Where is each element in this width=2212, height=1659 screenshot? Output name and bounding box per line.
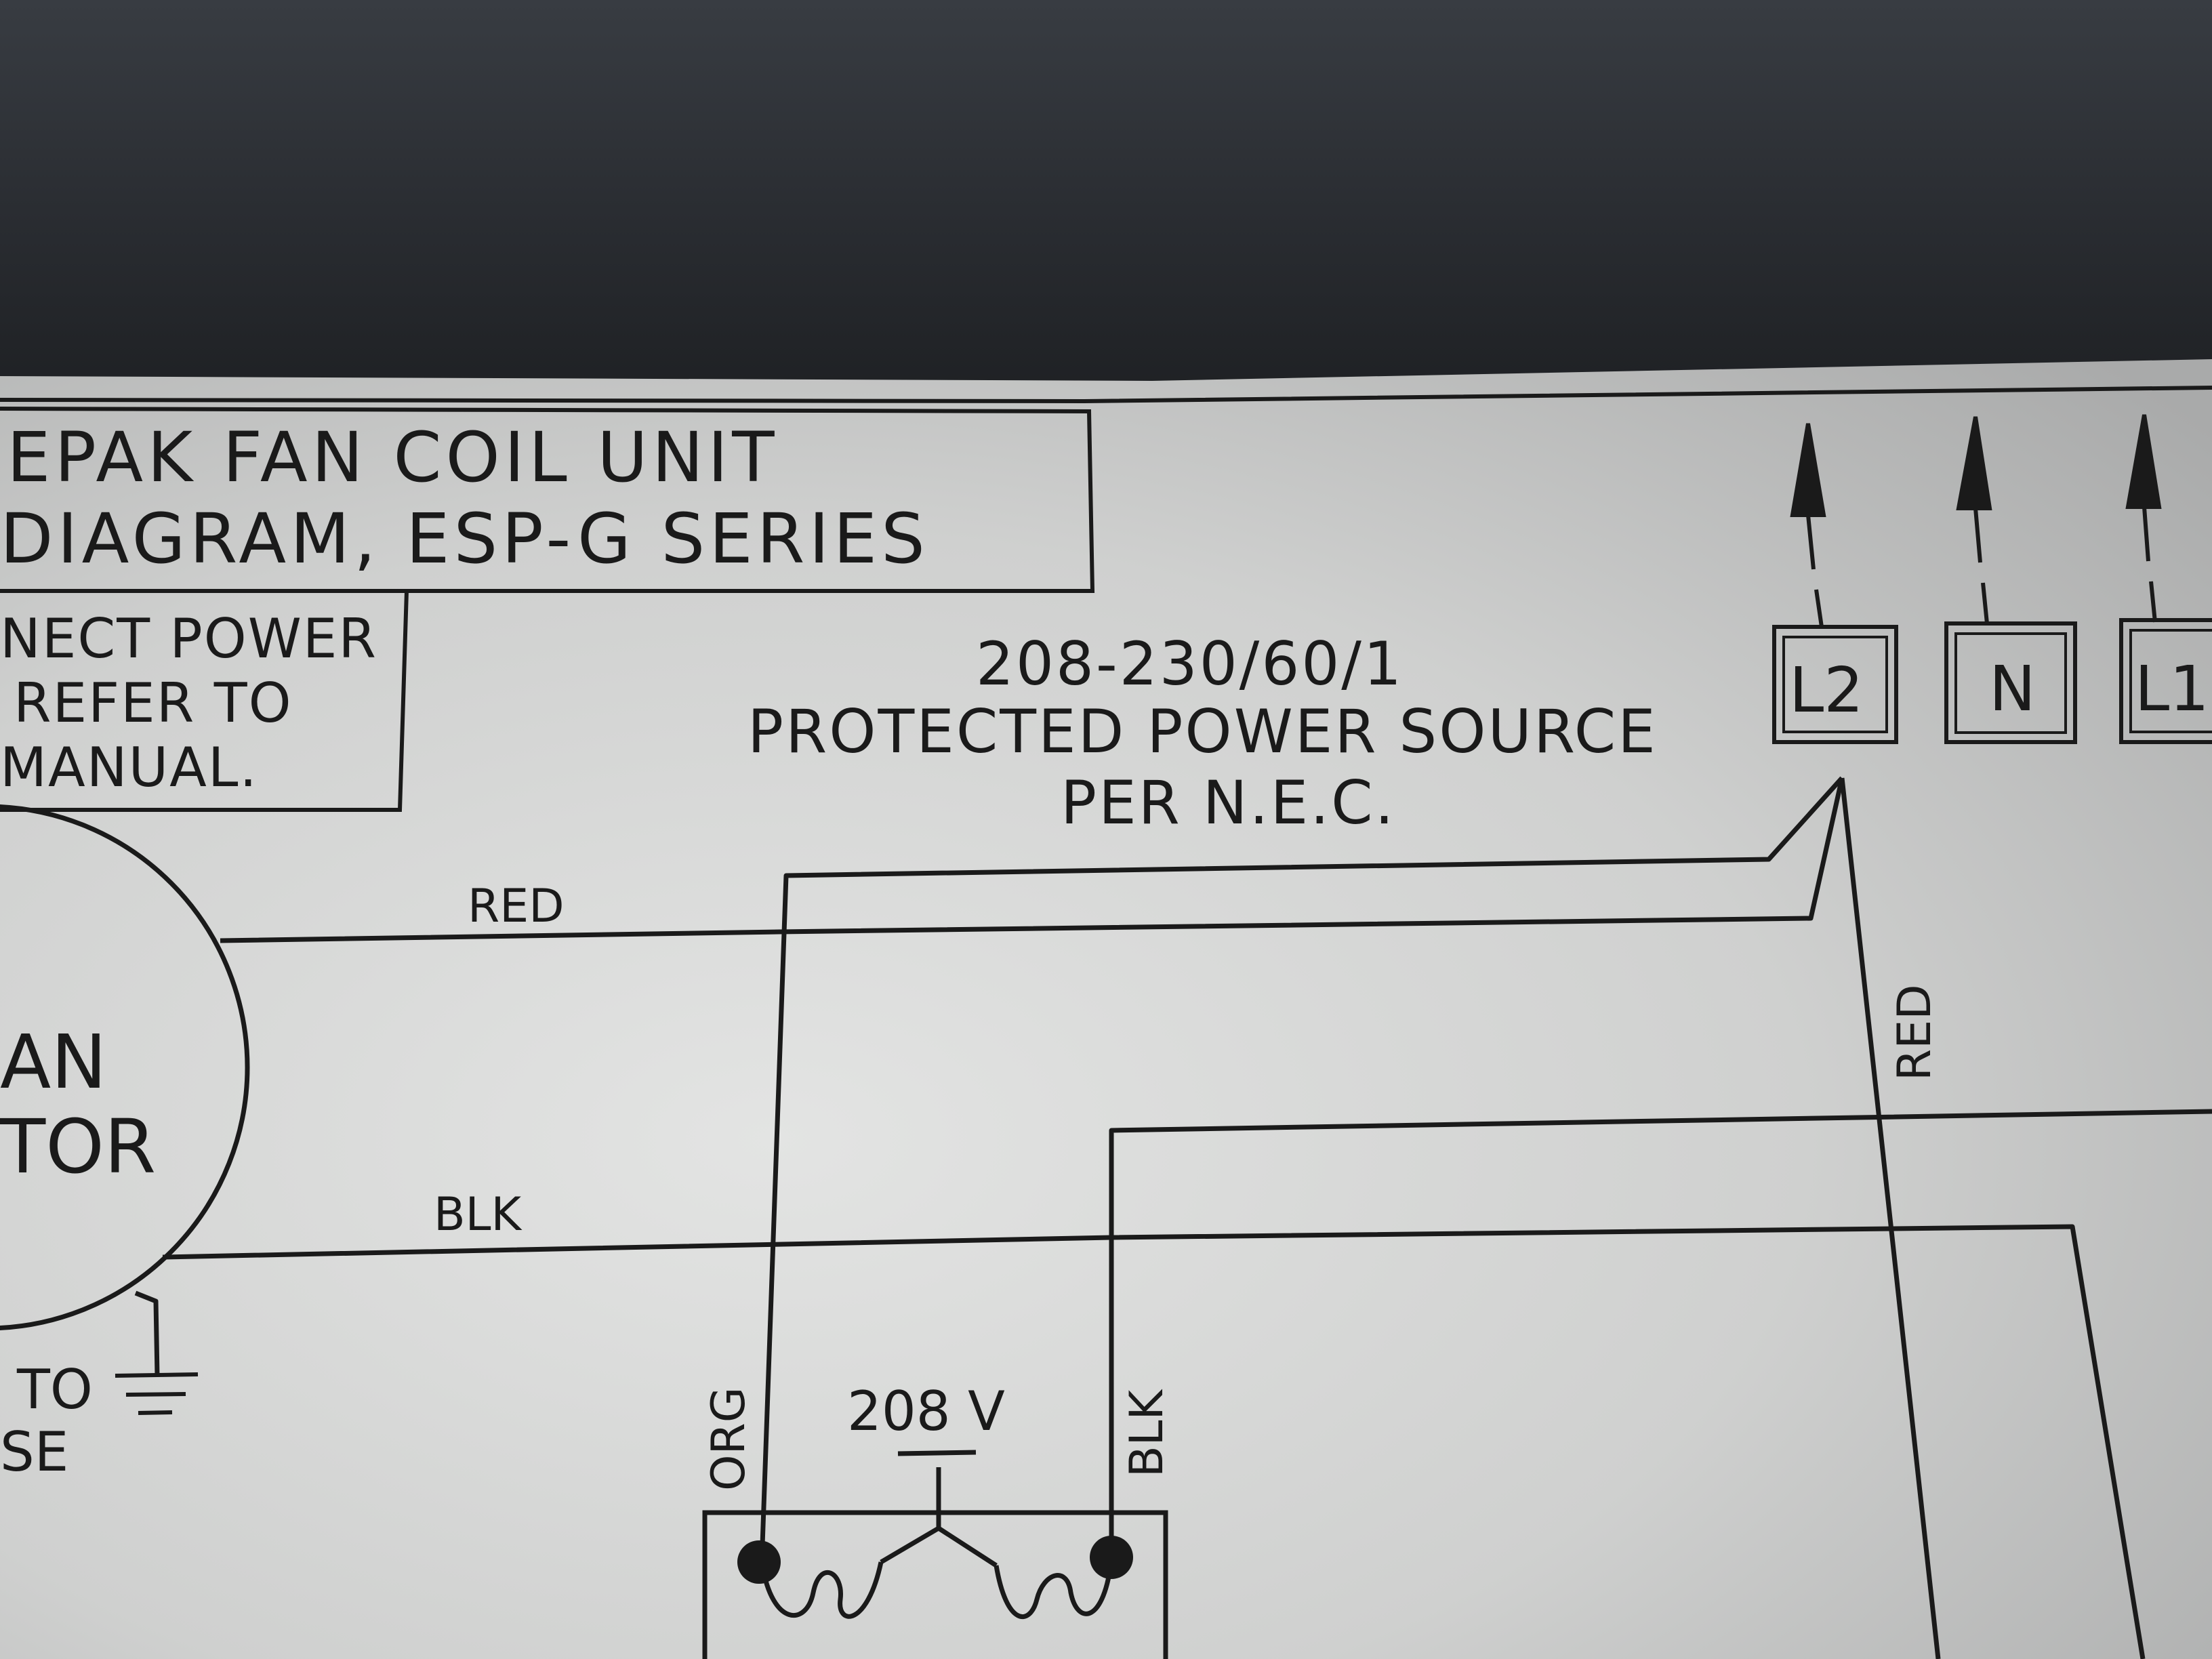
transformer-frame <box>702 1510 1168 1659</box>
wire-red-horizontal <box>220 777 1845 943</box>
fan-motor <box>0 804 250 1330</box>
motor-label-line-2: TOR <box>0 1103 156 1190</box>
terminal-l1: L1 <box>2119 618 2212 744</box>
note-line-2: REFER TO <box>14 672 293 735</box>
arrow-head-l1 <box>2125 414 2162 509</box>
wire-label-org-vertical: ORG <box>702 1387 756 1491</box>
transformer-terminal-left <box>737 1540 781 1584</box>
wire-red-vertical <box>1839 777 1941 1659</box>
terminal-n-label: N <box>1989 653 2036 725</box>
wire-ground <box>134 1290 160 1376</box>
dark-background <box>0 0 2212 420</box>
transformer-coil-right <box>994 1558 1114 1620</box>
note-block-frame <box>0 589 409 812</box>
title-line-1: EPAK FAN COIL UNIT <box>7 417 779 498</box>
wire-org <box>760 776 1844 1546</box>
terminal-arrows <box>1790 414 2162 628</box>
ground-label-line-2: SE <box>0 1420 68 1483</box>
title-block-frame <box>0 407 1095 593</box>
power-rating: 208-230/60/1 <box>976 629 1404 699</box>
transformer-voltage-label: 208 V <box>847 1380 1005 1443</box>
wire-label-blk-vertical: BLK <box>1120 1388 1174 1477</box>
wire-label-red-vertical: RED <box>1888 984 1942 1081</box>
transformer-terminal-right <box>1090 1536 1133 1579</box>
wire-label-blk-horizontal: BLK <box>434 1188 523 1242</box>
note-line-1: NECT POWER <box>0 607 377 670</box>
transformer-coil-left <box>760 1561 884 1619</box>
title-line-2: DIAGRAM, ESP-G SERIES <box>0 499 929 579</box>
motor-label-line-1: AN <box>0 1019 107 1105</box>
arrow-stem-l1 <box>2142 506 2157 623</box>
power-source-nec: PER N.E.C. <box>1061 768 1396 838</box>
wire-blk-vertical <box>1109 1109 2212 1538</box>
sheet-border-top <box>0 386 2212 404</box>
ground-label-line-1: TO <box>16 1358 93 1421</box>
note-line-3: MANUAL. <box>0 736 258 799</box>
terminal-l2: L2 <box>1772 625 1898 744</box>
ground-symbol <box>115 1372 199 1415</box>
wire-blk-horizontal <box>162 1224 2146 1659</box>
terminal-n: N <box>1944 621 2077 744</box>
arrow-stem-l2 <box>1806 514 1824 628</box>
paper-sheet <box>0 359 2212 1659</box>
terminal-l2-label: L2 <box>1789 654 1864 726</box>
terminal-l1-label: L1 <box>2135 653 2209 725</box>
power-source-line: PROTECTED POWER SOURCE <box>747 697 1658 766</box>
transformer-bar <box>897 1450 977 1456</box>
wire-label-red-horizontal: RED <box>468 880 565 933</box>
transformer-center-tap <box>880 1467 998 1568</box>
arrow-head-n <box>1956 416 1992 510</box>
arrow-stem-n <box>1973 508 1989 624</box>
wires <box>134 776 2212 1659</box>
transformer <box>702 1467 1168 1659</box>
